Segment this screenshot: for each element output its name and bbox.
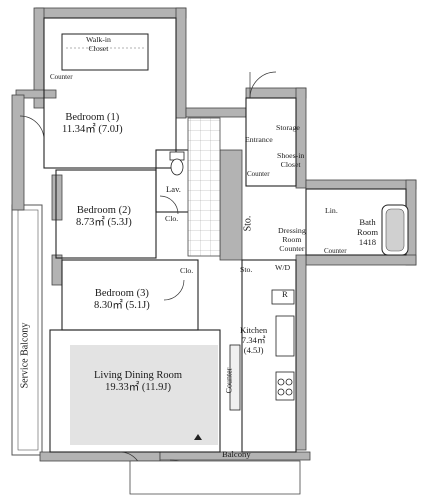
balcony-area [129, 434, 301, 495]
bedroom-2-label: Bedroom (2) 8.73㎡ (5.3J) [76, 205, 132, 229]
bathtub [381, 204, 409, 256]
bedroom-1-name: Bedroom (1) [65, 112, 120, 123]
closet-label-2: Clo. [180, 266, 194, 275]
walk-in-closet-room [61, 33, 149, 71]
dressing-name2: Room [282, 234, 302, 244]
bedroom-2-area: 8.73㎡ (5.3J) [76, 217, 132, 229]
walk-in-closet-label: Walk-in Closet [86, 35, 111, 54]
kitchen-area-2: (4.5J) [243, 344, 264, 355]
shoes-in-closet-name: Shoes-in [277, 151, 305, 160]
door-swings [19, 71, 277, 491]
lav-label: Lav. [166, 184, 181, 194]
kitchen-label: Kitchen 7.34㎡ (4.5J) [240, 325, 268, 356]
bedroom-1-label: Bedroom (1) 11.34㎡ (7.0J) [62, 112, 123, 136]
living-dining-label: Living Dining Room 19.33㎡ (11.9J) [94, 370, 182, 394]
room-outlines [43, 17, 407, 453]
bath-name2: Room [357, 226, 379, 237]
washer-dryer-label: W/D [275, 263, 291, 272]
living-dining-area: 19.33㎡ (11.9J) [105, 382, 171, 394]
refrigerator-label: R [282, 289, 288, 299]
living-dining-name: Living Dining Room [94, 370, 183, 381]
walk-in-closet-name2: Closet [88, 43, 109, 53]
counter-label-bath: Counter [324, 247, 347, 255]
service-balcony-area [11, 204, 43, 456]
service-balcony-label: Service Balcony [19, 322, 31, 389]
dressing-name: Dressing [278, 226, 306, 235]
kitchen-name: Kitchen [240, 325, 268, 335]
kitchen-area-1: 7.34㎡ [241, 334, 266, 345]
living-floor-shade [70, 345, 218, 445]
bedroom-3-name: Bedroom (3) [94, 288, 149, 299]
linen-label: Lin. [325, 206, 338, 215]
bath-room-label: Bath Room 1418 [357, 217, 379, 248]
bath-size: 1418 [358, 236, 377, 247]
entrance-label: Entrance [245, 135, 273, 144]
counter-label-entrance: Counter [247, 170, 270, 178]
counter-label-top: Counter [50, 73, 73, 81]
toilet [169, 151, 185, 176]
kitchen-fixtures [229, 289, 295, 411]
bedroom-2-name: Bedroom (2) [76, 205, 131, 216]
bath-name: Bath [359, 217, 376, 227]
bedroom-3-area: 8.30㎡ (5.1J) [94, 300, 150, 312]
outer-walls [11, 7, 417, 462]
bedroom-3-label: Bedroom (3) 8.30㎡ (5.1J) [94, 288, 150, 312]
balcony-label: Balcony [222, 449, 251, 459]
walk-in-closet-name: Walk-in [86, 35, 111, 44]
shoes-in-closet-name2: Closet [280, 159, 301, 169]
storage-label: Storage [276, 123, 300, 132]
dressing-counter: Counter [279, 243, 305, 253]
bedroom-1-area: 11.34㎡ (7.0J) [62, 124, 123, 136]
counter-label-kitchen: Counter [224, 367, 234, 394]
closet-label-1: Clo. [165, 214, 179, 223]
dressing-room-label: Dressing Room Counter [278, 226, 306, 254]
storage-small-label: Sto. [242, 215, 254, 232]
shoes-in-closet-label: Shoes-in Closet [277, 151, 305, 170]
storage-label-2: Sto. [240, 265, 253, 274]
entrance-tile-floor [187, 117, 221, 257]
